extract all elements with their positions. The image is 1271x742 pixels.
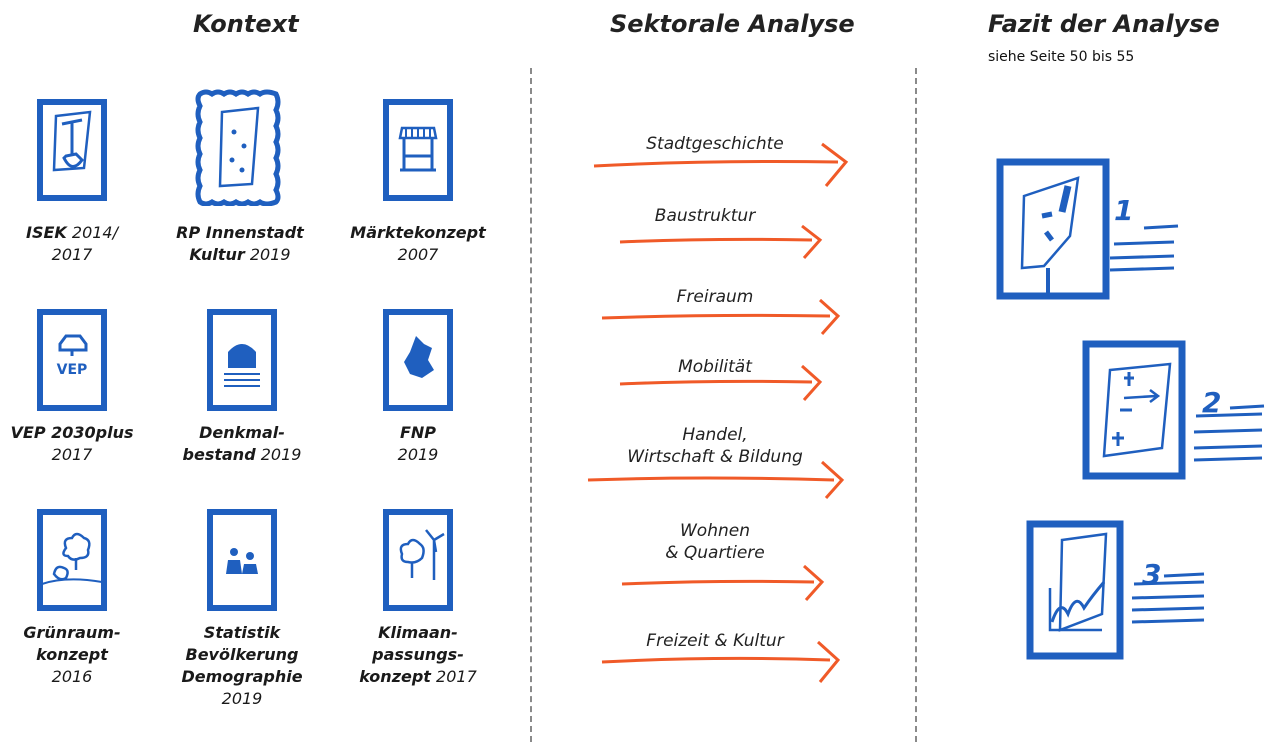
people-icon xyxy=(206,508,278,612)
kontext-label-gruenraumkonzept: Grünraum- konzept 2016 xyxy=(23,623,121,686)
city-map-icon xyxy=(382,308,454,412)
sektor-label-freiraum: Freiraum xyxy=(676,287,754,307)
kontext-label-rp-innenstadt: RP Innenstadt Kultur 2019 xyxy=(176,223,304,264)
fazit-number-2: 2 xyxy=(1202,386,1222,419)
kontext-label-fnp: FNP 2019 xyxy=(397,423,439,464)
fazit-document-3 xyxy=(1020,518,1220,672)
sektor-label-freizeit: Freizeit & Kultur xyxy=(646,631,784,651)
stamp-plan-icon xyxy=(194,88,282,206)
arrow-freizeit xyxy=(601,640,841,683)
market-stall-icon xyxy=(382,98,454,202)
fazit-number-1: 1 xyxy=(1114,194,1134,227)
arrow-handel xyxy=(587,460,845,499)
arrow-freiraum xyxy=(601,298,841,335)
kontext-label-statistik: Statistik Bevölkerung Demographie 2019 xyxy=(181,623,303,708)
divider-left xyxy=(530,68,532,742)
header-kontext: Kontext xyxy=(193,10,299,38)
fazit-document-1 xyxy=(994,156,1194,310)
header-sektorale-analyse: Sektorale Analyse xyxy=(610,10,855,38)
kontext-label-denkmalbestand: Denkmal- bestand 2019 xyxy=(182,423,302,464)
kontext-label-isek: ISEK 2014/ 2017 xyxy=(25,223,118,264)
sektor-label-mobilitaet: Mobilität xyxy=(678,357,752,377)
arrow-mobilitaet xyxy=(619,364,823,401)
sektor-label-handel: Handel,Wirtschaft & Bildung xyxy=(627,425,803,467)
kontext-label-vep: VEP 2030plus 2017 xyxy=(10,423,134,464)
divider-right xyxy=(915,68,917,742)
windmill-tree-icon xyxy=(382,508,454,612)
arrow-stadtgeschichte xyxy=(593,142,849,187)
trees-icon xyxy=(36,508,108,612)
sektor-label-baustruktur: Baustruktur xyxy=(654,206,756,226)
fazit-document-2 xyxy=(1080,338,1270,492)
monument-icon xyxy=(206,308,278,412)
arrow-wohnen xyxy=(621,564,825,601)
shovel-plan-icon xyxy=(36,98,108,202)
arrow-baustruktur xyxy=(619,224,823,259)
car-vep-icon: VEP xyxy=(36,308,108,412)
kontext-label-klimaanpassung: Klimaan- passungs- konzept 2017 xyxy=(359,623,477,686)
sektor-label-wohnen: Wohnen& Quartiere xyxy=(665,521,765,563)
fazit-number-3: 3 xyxy=(1142,558,1162,591)
fazit-page-reference: siehe Seite 50 bis 55 xyxy=(988,49,1135,65)
kontext-label-maerktekonzept: Märktekonzept 2007 xyxy=(350,223,486,264)
header-fazit: Fazit der Analyse xyxy=(988,10,1220,38)
svg-text:VEP: VEP xyxy=(57,362,88,378)
sektor-label-stadtgeschichte: Stadtgeschichte xyxy=(646,134,784,154)
